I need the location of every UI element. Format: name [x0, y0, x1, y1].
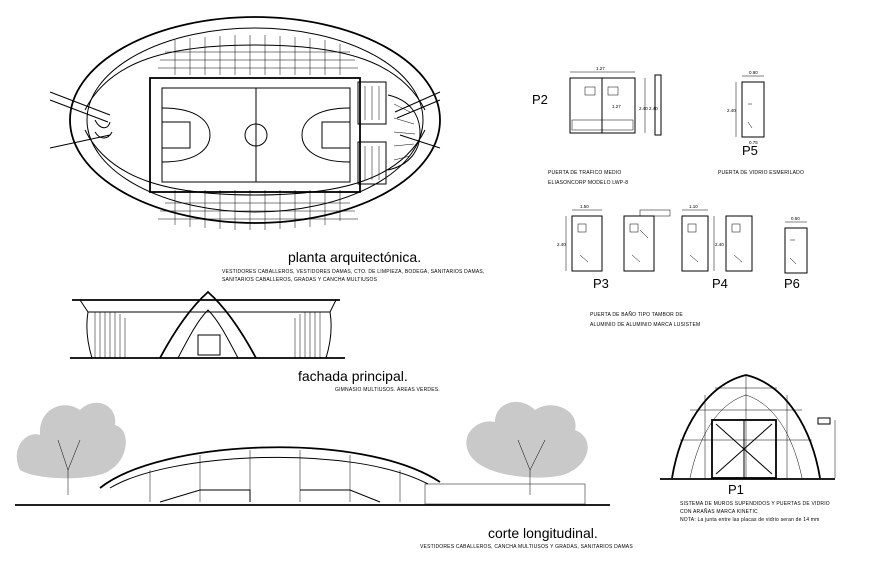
glass-door-leaves: [715, 420, 773, 478]
section-roof-arc: [99, 446, 441, 489]
door-p5-dim-leaf: 0.75: [749, 140, 758, 145]
door-p3-p4-p6-note-2: ALUMINIO DE ALUMINIO MARCA LUSISTEM: [590, 322, 700, 328]
door-p3-p4-p6-note-1: PUERTA DE BAÑO TIPO TAMBOR DE: [590, 311, 683, 318]
door-p2-tag: P2: [532, 92, 548, 107]
door-p6-detail: [784, 221, 808, 274]
door-p5-tag: P5: [742, 143, 758, 158]
door-p2-note-1: PUERTA DE TRAFICO MEDIO: [548, 170, 622, 176]
door-p4-detail: [681, 209, 753, 272]
main-facade: [70, 290, 345, 359]
door-p4-tag: P4: [712, 276, 728, 291]
section-annex: [424, 483, 586, 505]
door-p2-dim-width: 1.27: [596, 66, 605, 71]
door-p4-dim-height: 2.40: [715, 242, 724, 247]
door-p6-tag: P6: [784, 276, 800, 291]
basketball-court: [149, 77, 361, 193]
facade-wall-panels: [94, 312, 321, 358]
door-p3-detail: [565, 209, 671, 272]
facade-title: fachada principal.: [298, 368, 408, 384]
door-p1-note-2: CON ARAÑAS MARCA KINETIC: [680, 508, 758, 515]
door-p5-dim-height: 2.40: [727, 108, 736, 113]
plan-note-line-1: VESTIDORES CABALLEROS, VESTIDORES DAMAS,…: [222, 269, 485, 275]
section-title: corte longitudinal.: [488, 525, 598, 541]
plan-lower-stands-edge: [84, 129, 426, 196]
facade-roof-fascia: [79, 299, 337, 313]
door-p4-dim-width: 1.10: [689, 204, 698, 209]
plan-upper-stands-edge: [84, 44, 426, 111]
door-p3-tag: P3: [593, 276, 609, 291]
door-p5-dim-width: 0.90: [749, 70, 758, 75]
section-note: VESTIDORES CABALLEROS, CANCHA MULTIUSOS …: [420, 544, 633, 550]
plan-outer-shell: [69, 16, 441, 224]
door-p1-tag: P1: [728, 482, 744, 497]
plan-service-rooms: [357, 81, 421, 185]
door-p5-note: PUERTA DE VIDRIO ESMERILADO: [718, 170, 804, 176]
glass-wall-grid: [680, 375, 812, 478]
plan-lower-stands: [158, 190, 358, 230]
longitudinal-section: [15, 401, 610, 506]
door-p1-glass-wall: [660, 374, 836, 480]
section-stands: [159, 489, 381, 503]
plan-side-arches: [49, 91, 441, 149]
door-p2-dim-height-side: 2.40: [649, 106, 658, 111]
plan-title: planta arquitectónica.: [288, 249, 421, 265]
door-p2-dim-height: 2.40: [639, 106, 648, 111]
door-p2-note-2: ELIASONCORP MODELO LWP-8: [548, 180, 628, 186]
facade-side-curves: [86, 311, 332, 359]
door-p2-detail: [569, 71, 662, 136]
plan-upper-stands: [158, 35, 358, 75]
facade-note: GIMNASIO MULTIUSOS. ÁREAS VERDES.: [335, 386, 440, 393]
section-roof-inner-arc: [109, 456, 429, 489]
door-p1-note-3: NOTA: La junta entre las placas de vidri…: [680, 517, 820, 523]
section-columns: [149, 450, 401, 502]
plan-note-line-2: SANITARIOS CABALLEROS, GRADAS Y CANCHA M…: [222, 277, 378, 283]
door-p3-dim-width: 1.50: [580, 204, 589, 209]
tree-left: [16, 402, 126, 495]
facade-entrance-arch: [159, 290, 257, 359]
door-p2-dim-leaf: 1.27: [612, 104, 621, 109]
floor-plan: [49, 16, 441, 230]
door-p1-note-1: SISTEMA DE MUROS SUPENDIDOS Y PUERTAS DE…: [680, 501, 830, 507]
plan-inner-shell: [86, 27, 424, 213]
facade-entrance-inner-arch: [177, 309, 239, 359]
facade-entrance-door: [197, 334, 221, 356]
door-p5-detail: [735, 75, 765, 138]
door-p6-dim-width: 0.50: [791, 216, 800, 221]
door-p3-dim-height: 2.40: [557, 242, 566, 247]
tree-right: [466, 401, 588, 495]
